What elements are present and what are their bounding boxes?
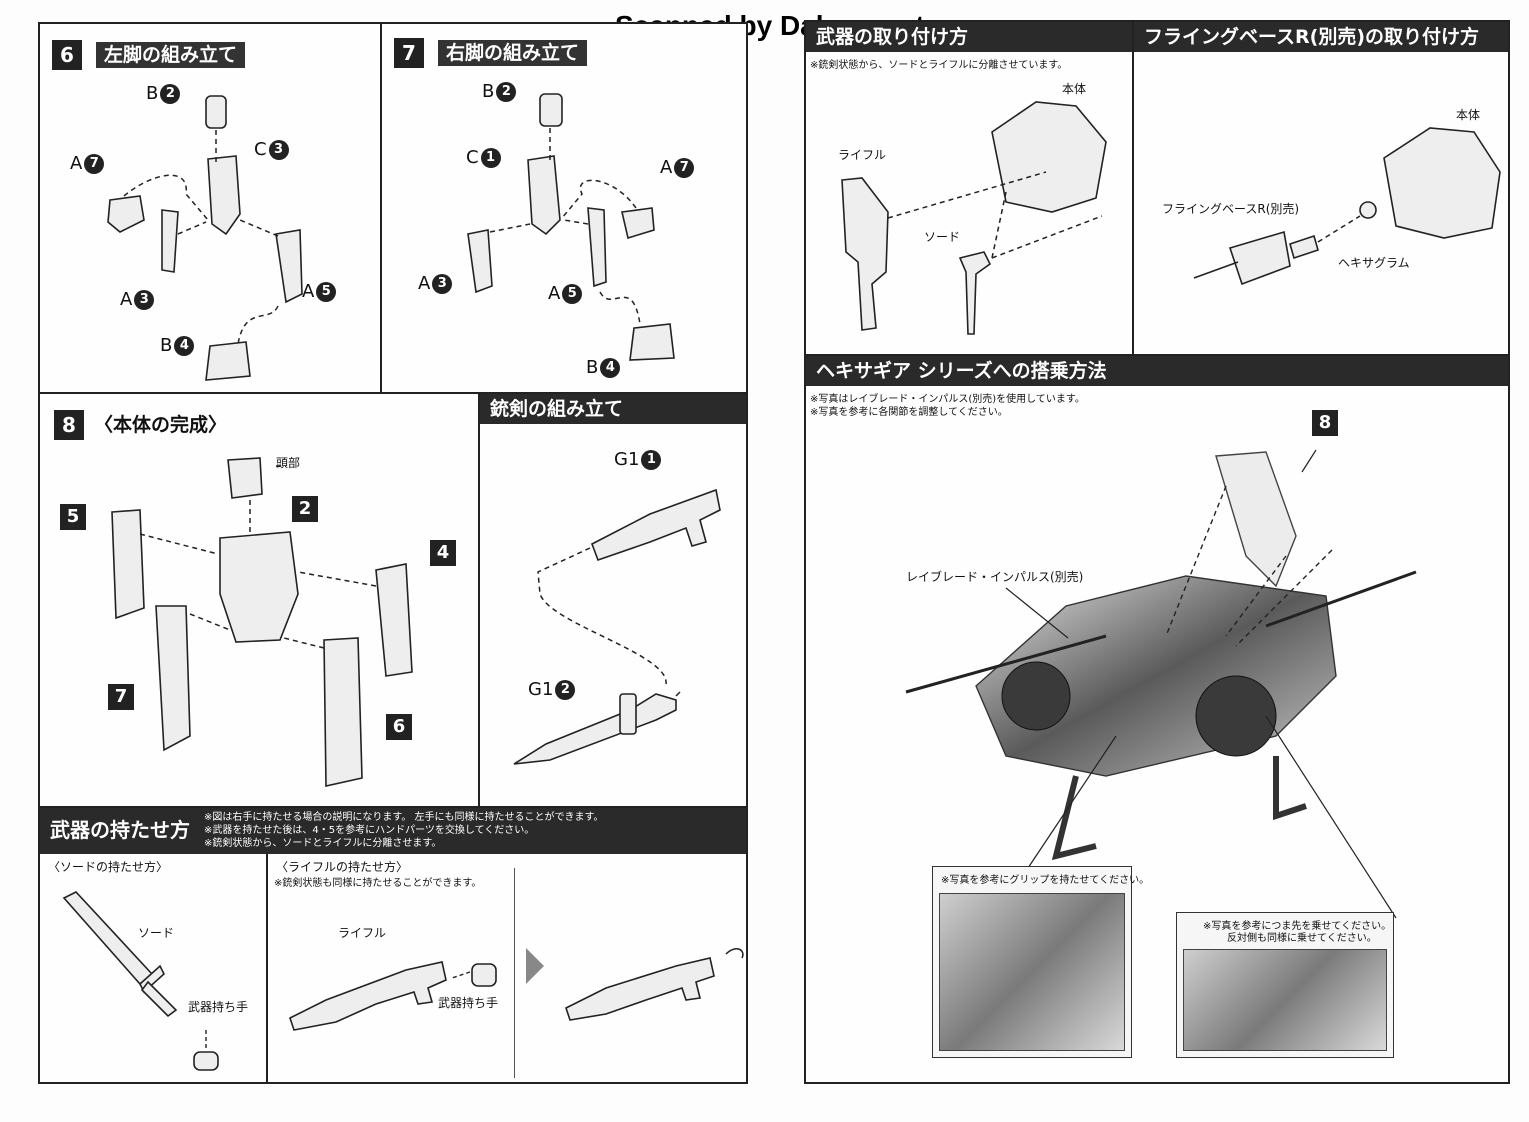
flying-base-body-label: 本体 [1456, 108, 1481, 122]
flying-base-base-label: フライングベースR(別売) [1162, 202, 1300, 216]
hexa-gear-title: ヘキサギア シリーズへの搭乗方法 [806, 356, 1508, 386]
hexa-gear-photo1-frame: ※写真を参考にグリップを持たせてください。 [932, 866, 1149, 1058]
weapon-attach-panel: 武器の取り付け方 ※銃剣状態から、ソードとライフルに分離させています。 本体 ラ… [804, 20, 1134, 356]
step8-ref-7: 7 [108, 684, 134, 710]
weapon-attach-diagram [841, 101, 1107, 335]
hexa-gear-note-1: ※写真はレイブレード・インパルス(別売)を使用しています。 [810, 394, 1085, 405]
rifle-label: ライフル [338, 926, 387, 940]
gun-sword-title: 銃剣の組み立て [480, 394, 746, 424]
step8-ref-5: 5 [60, 504, 86, 530]
hexa-gear-ref-8: 8 [1312, 410, 1338, 436]
hexa-gear-photo2-caption-2: 反対側も同様に乗せてください。 [1227, 933, 1377, 944]
flying-base-panel: フライングベースR(別売)の取り付け方 本体 フライングベースR(別売) ヘキサ… [1132, 20, 1510, 356]
hexa-gear-photo2-caption-1: ※写真を参考につま先を乗せてください。 [1203, 921, 1392, 932]
sword-hold-diagram [62, 891, 219, 1071]
step8-ref-4: 4 [430, 540, 456, 566]
weapon-attach-title: 武器の取り付け方 [806, 22, 1132, 52]
weapon-hold-title: 武器の持たせ方 [50, 818, 190, 842]
weapon-hand-label-2: 武器持ち手 [438, 996, 499, 1010]
sword-section-title: 〈ソードの持たせ方〉 [48, 860, 169, 874]
weapon-hold-divider [266, 854, 268, 1084]
hexa-gear-note-2: ※写真を参考に各関節を調整してください。 [810, 407, 1008, 418]
weapon-hold-note-1: ※図は右手に持たせる場合の説明になります。 左手にも同様に持たせることができます… [204, 812, 604, 823]
rifle-section-note: ※銃剣状態も同様に持たせることができます。 [274, 878, 482, 889]
rifle-section-title: 〈ライフルの持たせ方〉 [276, 860, 409, 874]
weapon-hold-panel: 武器の持たせ方 ※図は右手に持たせる場合の説明になります。 左手にも同様に持たせ… [38, 806, 748, 1084]
weapon-attach-sword-label: ソード [924, 230, 961, 244]
flying-base-diagram [1193, 127, 1501, 286]
step6-number: 6 [52, 40, 82, 70]
step8-panel: 8 〈本体の完成〉 頭部 5 2 4 7 6 [38, 392, 480, 808]
weapon-attach-note: ※銃剣状態から、ソードとライフルに分離させています。 [810, 60, 1068, 71]
sword-label: ソード [138, 926, 175, 940]
step8-ref-2: 2 [292, 496, 318, 522]
hexa-gear-panel: ヘキサギア シリーズへの搭乗方法 ※写真はレイブレード・インパルス(別売)を使用… [804, 354, 1510, 1084]
hexa-gear-vehicle-label: レイブレード・インパルス(別売) [906, 570, 1084, 584]
rifle-hold-diagram [289, 948, 744, 1031]
step8-title: 〈本体の完成〉 [94, 414, 228, 436]
weapon-hold-note-3: ※銃剣状態から、ソードとライフルに分離させます。 [204, 838, 442, 849]
weapon-attach-body-label: 本体 [1062, 82, 1087, 96]
step8-head-label: 頭部 [276, 456, 301, 470]
hexa-gear-photo1 [939, 893, 1125, 1051]
weapon-hold-note-2: ※武器を持たせた後は、4・5を参考にハンドパーツを交換してください。 [204, 825, 535, 836]
weapon-hold-header [40, 808, 746, 854]
hexa-gear-photo2 [1183, 949, 1387, 1051]
step7-number: 7 [394, 38, 424, 68]
hexa-gear-photo [905, 449, 1417, 919]
step8-ref-6: 6 [386, 714, 412, 740]
flying-base-title: フライングベースR(別売)の取り付け方 [1134, 22, 1508, 52]
step7-diagram [467, 93, 675, 361]
next-step-arrow [526, 948, 544, 984]
weapon-attach-rifle-label: ライフル [838, 148, 887, 162]
gun-sword-diagram [513, 488, 721, 765]
flying-base-hexagram-label: ヘキサグラム [1338, 256, 1410, 270]
step8-diagram [111, 457, 413, 787]
step6-diagram [107, 95, 303, 381]
step8-number: 8 [54, 410, 84, 440]
hexa-gear-photo2-frame: ※写真を参考につま先を乗せてください。 反対側も同様に乗せてください。 [1176, 912, 1394, 1058]
weapon-hand-label: 武器持ち手 [188, 1000, 249, 1014]
step6-title: 左脚の組み立て [96, 42, 246, 68]
hexa-gear-photo1-caption: ※写真を参考にグリップを持たせてください。 [941, 875, 1150, 886]
weapon-hold-divider-2 [514, 868, 515, 1078]
step7-title: 右脚の組み立て [438, 40, 588, 66]
